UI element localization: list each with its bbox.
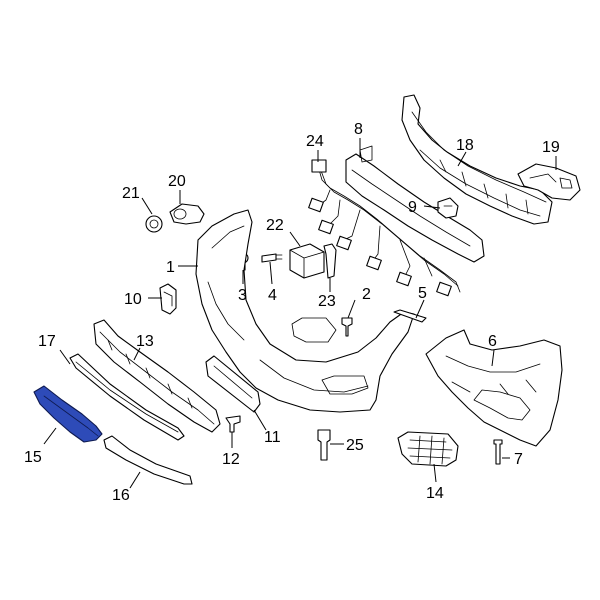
callout-15[interactable]: 15 <box>24 449 42 466</box>
part-11-plate-bracket[interactable] <box>205 355 261 413</box>
part-15-highlighted-lip[interactable] <box>33 385 103 443</box>
callout-14[interactable]: 14 <box>426 485 444 502</box>
callout-18[interactable]: 18 <box>456 137 474 154</box>
callout-25[interactable]: 25 <box>346 437 364 454</box>
part-2-push-pin[interactable] <box>341 317 353 337</box>
part-16-lower-strip[interactable] <box>103 435 193 485</box>
callout-17[interactable]: 17 <box>38 333 56 350</box>
callout-labels: 1 2 3 4 5 6 7 8 9 10 11 12 13 14 15 16 1… <box>24 121 560 504</box>
callout-7[interactable]: 7 <box>514 451 523 468</box>
callout-4[interactable]: 4 <box>268 287 277 304</box>
callout-11[interactable]: 11 <box>264 429 281 446</box>
part-21-sensor-cap[interactable] <box>145 215 163 233</box>
part-18-bumper-absorber[interactable] <box>401 94 553 225</box>
part-5-trim-strip[interactable] <box>393 309 427 323</box>
part-4-bolt[interactable] <box>261 253 283 263</box>
callout-19[interactable]: 19 <box>542 139 560 156</box>
callout-23[interactable]: 23 <box>318 293 336 310</box>
part-20-park-sensor[interactable] <box>169 203 205 225</box>
callout-1[interactable]: 1 <box>166 259 175 276</box>
part-17-lower-trim[interactable] <box>69 353 185 441</box>
part-8-upper-carrier[interactable] <box>345 145 485 263</box>
callout-9[interactable]: 9 <box>408 199 417 216</box>
callout-5[interactable]: 5 <box>418 285 427 302</box>
part-14-fog-grille[interactable] <box>397 431 459 467</box>
part-12-screw[interactable] <box>225 415 241 433</box>
callout-22[interactable]: 22 <box>266 217 284 234</box>
callout-20[interactable]: 20 <box>168 173 186 190</box>
callout-10[interactable]: 10 <box>124 291 142 308</box>
part-9-sensor[interactable] <box>437 197 459 219</box>
part-7-screw[interactable] <box>493 439 503 465</box>
callout-21[interactable]: 21 <box>122 185 140 202</box>
part-6-side-bracket[interactable] <box>425 329 563 447</box>
leader-lines <box>43 138 557 489</box>
part-24-wiring-harness[interactable] <box>308 159 461 297</box>
callout-24[interactable]: 24 <box>306 133 324 150</box>
part-13-lower-grille[interactable] <box>93 319 221 433</box>
callout-12[interactable]: 12 <box>222 451 240 468</box>
part-23-clip[interactable] <box>323 243 337 279</box>
callout-16[interactable]: 16 <box>112 487 130 504</box>
part-25-clip[interactable] <box>317 429 331 461</box>
part-10-bracket[interactable] <box>159 283 177 315</box>
callout-13[interactable]: 13 <box>136 333 154 350</box>
part-19-bracket[interactable] <box>517 163 581 201</box>
part-22-module[interactable] <box>289 243 325 279</box>
callout-8[interactable]: 8 <box>354 121 363 138</box>
callout-3[interactable]: 3 <box>238 287 247 304</box>
callout-2[interactable]: 2 <box>362 286 371 303</box>
callout-6[interactable]: 6 <box>488 333 497 350</box>
